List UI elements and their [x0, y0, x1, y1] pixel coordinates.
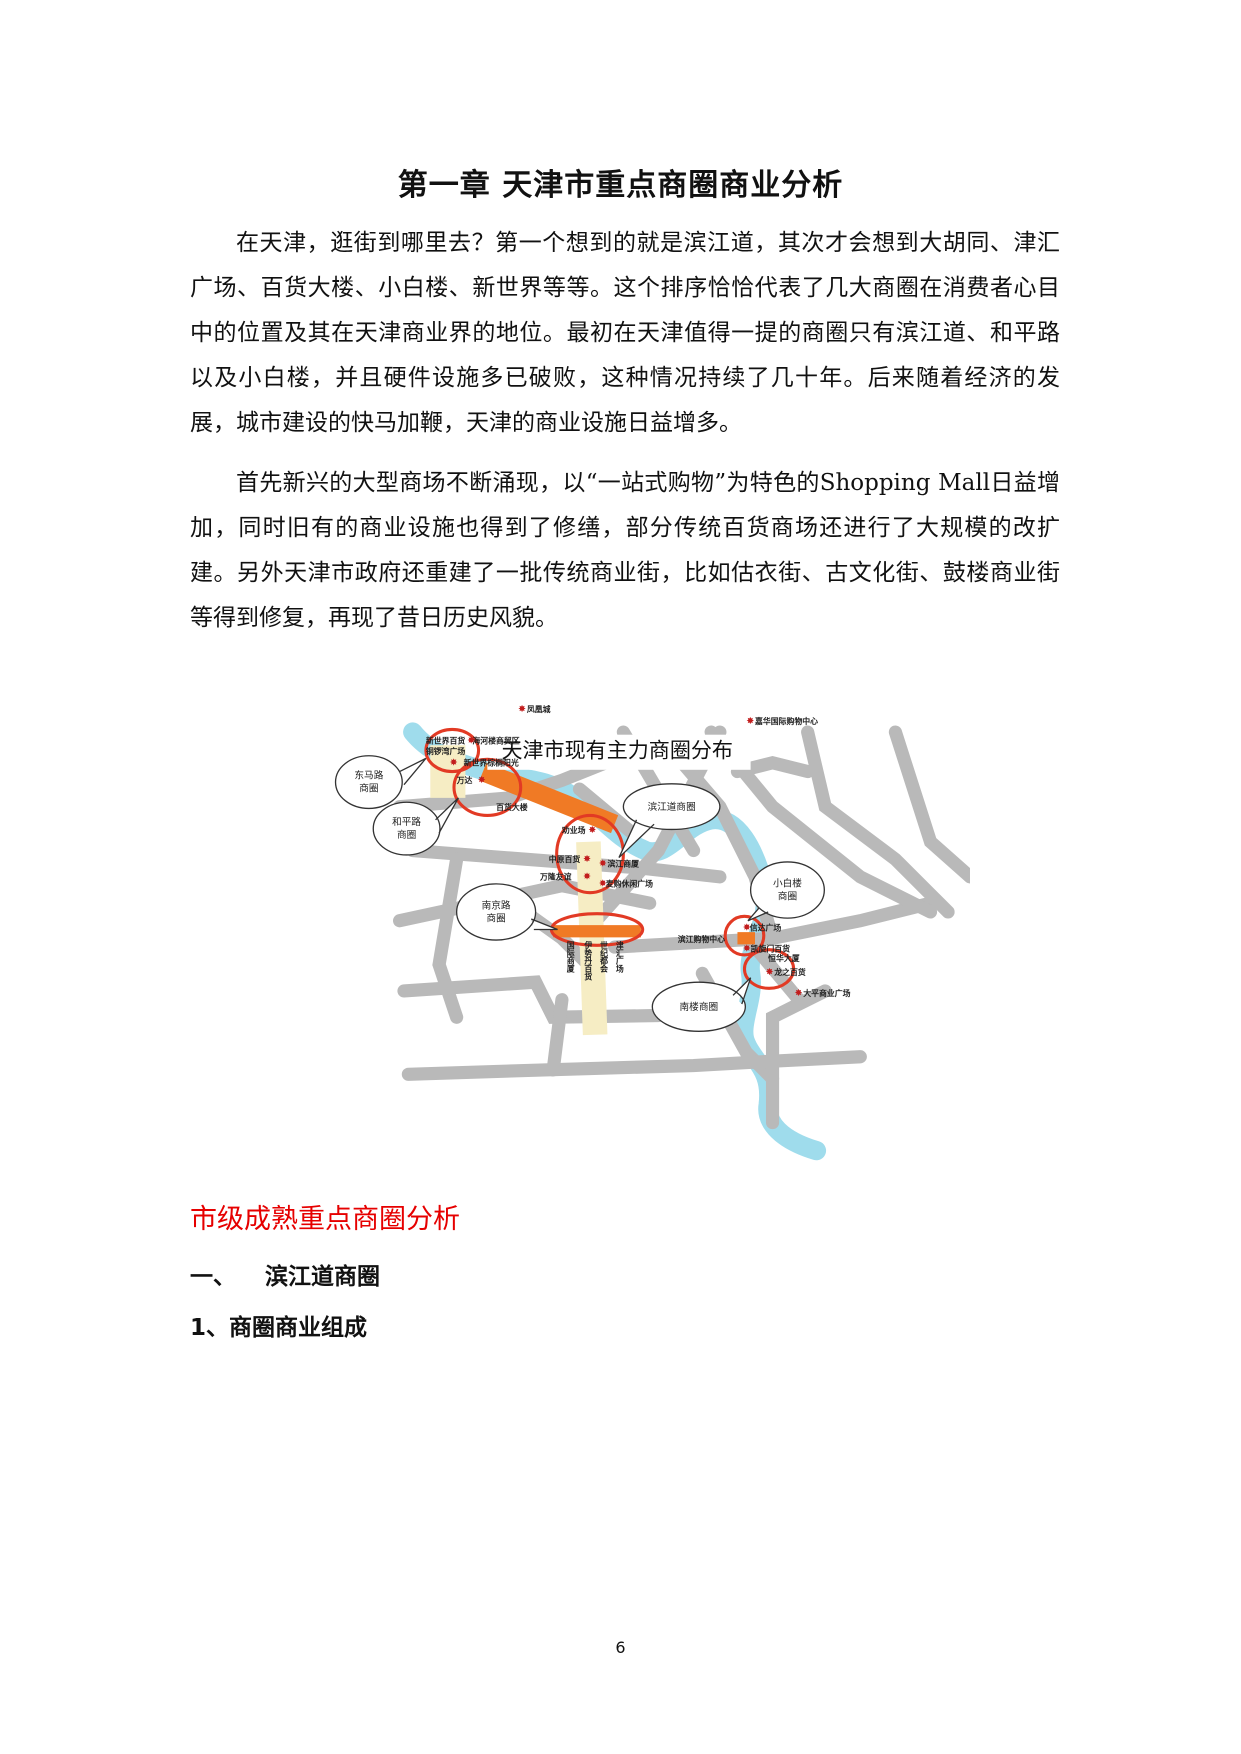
dongmalu-circle: [424, 727, 481, 774]
nanlou-callout: [651, 977, 752, 1032]
svg-text:✸: ✸: [583, 854, 591, 865]
svg-text:海河楼商贸区: 海河楼商贸区: [472, 735, 519, 745]
svg-text:✸: ✸: [467, 735, 475, 746]
svg-text:滨江商厦: 滨江商厦: [608, 858, 640, 868]
svg-text:✸: ✸: [794, 988, 802, 999]
svg-text:✸: ✸: [766, 967, 774, 978]
svg-text:南京路: 南京路: [482, 899, 511, 911]
svg-text:商圈: 商圈: [778, 891, 797, 903]
svg-text:铜锣湾广场: 铜锣湾广场: [426, 746, 465, 756]
svg-text:信达广场: 信达广场: [750, 922, 782, 932]
section-heading: 市级成熟重点商圈分析: [190, 1204, 460, 1235]
svg-text:新世界棕榈阳光: 新世界棕榈阳光: [464, 757, 519, 767]
dongmalu-callout: [334, 755, 427, 810]
svg-text:✸: ✸: [746, 716, 754, 727]
svg-text:万达: 万达: [456, 775, 473, 785]
svg-text:滨江道商圈: 滨江道商圈: [648, 801, 696, 813]
svg-text:滨江购物中心: 滨江购物中心: [678, 934, 725, 944]
svg-text:商圈: 商圈: [359, 783, 378, 795]
svg-text:小白楼: 小白楼: [773, 878, 802, 890]
road-network: [393, 725, 970, 1130]
subheading-number: 一、: [190, 1264, 236, 1290]
nanlou-circle: [742, 948, 796, 990]
map-title: 天津市现有主力商圈分布: [501, 738, 733, 763]
page-number: 6: [615, 1638, 626, 1657]
svg-text:商圈: 商圈: [397, 829, 416, 841]
svg-text:嘉华国际购物中心: 嘉华国际购物中心: [754, 716, 818, 726]
svg-text:龙之百货: 龙之百货: [773, 967, 806, 977]
svg-text:百货大楼: 百货大楼: [496, 802, 528, 812]
paragraph-development: 首先新兴的大型商场不断涌现，以“一站式购物”为特色的Shopping Mall日…: [190, 470, 1060, 631]
xiaobailou-circle: [723, 914, 766, 957]
svg-text:✸: ✸: [588, 825, 596, 836]
svg-text:中原百货: 中原百货: [549, 854, 581, 864]
svg-text:✸: ✸: [450, 757, 458, 768]
svg-text:✸: ✸: [518, 704, 526, 715]
hepinglu-callout: [372, 797, 459, 856]
nanjing-store-2: 伊势丹百货: [584, 940, 593, 982]
subheading-binjiangdao: 一、 滨江道商圈: [190, 1257, 380, 1291]
svg-text:✸: ✸: [743, 943, 751, 954]
subheading-text: 滨江道商圈: [265, 1264, 380, 1290]
svg-text:✸: ✸: [583, 871, 591, 882]
svg-text:凯旋门百货: 凯旋门百货: [751, 943, 790, 953]
svg-text:麦购休闲广场: 麦购休闲广场: [606, 879, 653, 889]
xiaobailou-callout: [747, 861, 825, 922]
svg-text:大平商业广场: 大平商业广场: [803, 988, 850, 998]
svg-text:恒华大厦: 恒华大厦: [768, 953, 800, 963]
svg-text:东马路: 东马路: [354, 770, 383, 782]
svg-text:凤凰城: 凤凰城: [527, 704, 551, 714]
paragraph-intro: 在天津，逛街到哪里去？第一个想到的就是滨江道，其次才会想到大胡同、津汇广场、百货…: [190, 230, 1060, 436]
hepinglu-circle: [452, 757, 523, 817]
svg-text:劝业场: 劝业场: [561, 825, 586, 835]
svg-text:✸: ✸: [743, 922, 751, 933]
binjiangdao-callout: [618, 783, 721, 859]
svg-text:✸: ✸: [478, 775, 486, 786]
svg-text:商圈: 商圈: [486, 913, 505, 925]
chapter-title: 第一章 天津市重点商圈商业分析: [397, 168, 844, 203]
svg-text:✸: ✸: [599, 858, 607, 869]
svg-text:新世界百货: 新世界百货: [426, 735, 465, 745]
nanjing-store-1: 国际商厦: [566, 940, 575, 974]
svg-text:万隆友谊: 万隆友谊: [539, 871, 572, 881]
business-district-map: 天津市现有主力商圈分布 东马路 商圈 和平路 商圈 滨江道商圈 南京路 商圈 小…: [334, 704, 970, 1161]
nanjing-store-4: 津汇广场: [615, 940, 624, 974]
svg-text:南楼商圈: 南楼商圈: [680, 1001, 719, 1013]
svg-text:和平路: 和平路: [392, 816, 421, 828]
svg-text:✸: ✸: [599, 879, 607, 890]
subheading-composition: 1、商圈商业组成: [190, 1315, 368, 1341]
nanjinglu-callout: [455, 883, 558, 941]
nanjing-store-3: 世纪都会: [600, 940, 609, 974]
